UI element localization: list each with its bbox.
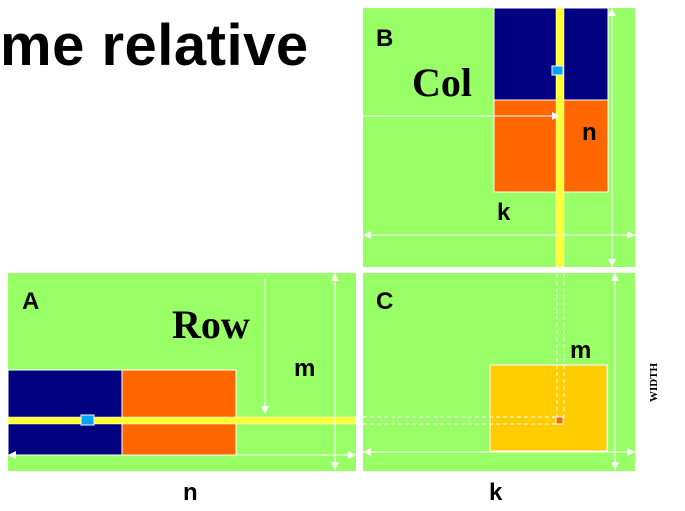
- c-width-arrowhead-right: [627, 448, 635, 456]
- a-row-arrowhead: [261, 406, 269, 414]
- c-result-block: [489, 364, 608, 452]
- c-height-arrowhead-top: [611, 273, 619, 281]
- b-height-arrowhead-bottom: [608, 259, 616, 267]
- a-element-marker: [80, 414, 95, 426]
- a-width-arrowhead-right: [348, 451, 356, 459]
- a-label: A: [22, 288, 39, 315]
- b-label: B: [376, 25, 393, 52]
- a-height-arrowhead-top: [331, 273, 339, 281]
- c-label: C: [376, 288, 393, 315]
- a-row-label: Row: [172, 302, 250, 347]
- axis-label-n: n: [183, 479, 198, 506]
- b-k-label: k: [497, 199, 511, 226]
- a-row-strip: [7, 416, 357, 425]
- b-col-arrowhead: [552, 112, 560, 120]
- b-orange-block: [493, 99, 609, 193]
- b-column-strip: [555, 7, 565, 268]
- a-height-arrowhead-bottom: [331, 462, 339, 470]
- b-col-label: Col: [412, 60, 472, 105]
- b-width-arrowhead-right: [627, 231, 635, 239]
- a-orange-block: [121, 369, 237, 456]
- c-width-arrowhead-left: [363, 448, 371, 456]
- a-m-label: m: [294, 355, 315, 382]
- b-height-arrowhead-top: [608, 8, 616, 16]
- b-navy-block: [493, 7, 609, 101]
- b-element-marker: [551, 65, 564, 76]
- side-label: WIDTH: [648, 362, 660, 402]
- b-width-arrowhead-left: [363, 231, 371, 239]
- c-m-label: m: [570, 337, 591, 364]
- a-width-arrowhead-left: [8, 451, 16, 459]
- axis-label-k: k: [489, 479, 503, 506]
- slide-title: me relative: [0, 13, 309, 78]
- c-height-arrowhead-bottom: [611, 462, 619, 470]
- b-n-label: n: [582, 119, 597, 146]
- a-navy-block: [7, 369, 123, 456]
- c-element-marker: [555, 416, 564, 425]
